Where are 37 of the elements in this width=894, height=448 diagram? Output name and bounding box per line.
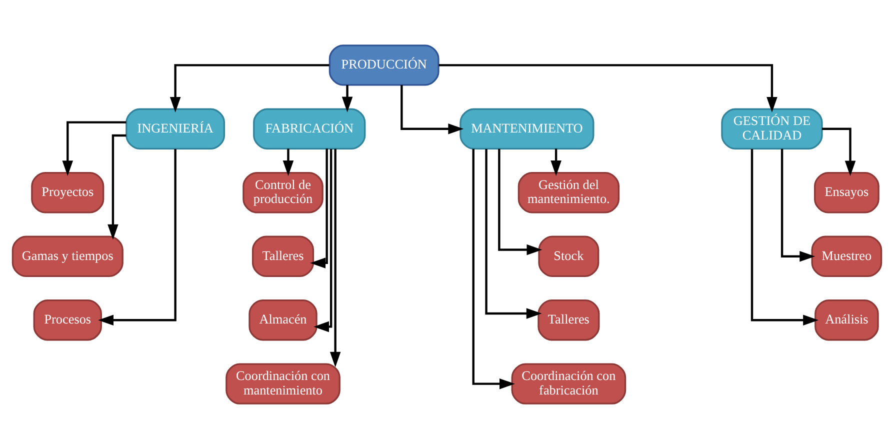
node-box: Gestión del mantenimiento. [518,172,620,213]
node-box: Talleres [252,235,314,276]
node-box: Análisis [814,299,879,340]
node-box: PRODUCCIÓN [328,44,440,86]
node-box: Proyectos [31,172,104,213]
node-box: MANTENIMIENTO [460,108,594,149]
node-box: Almacén [248,299,318,340]
arrow [62,120,126,176]
node-box: FABRICACIÓN [253,108,366,149]
node-box: Talleres [538,299,600,340]
arrow [108,134,126,240]
node-box: GESTIÓN DE CALIDAD [721,108,823,149]
arrow [342,84,353,112]
arrow [550,148,562,176]
arrow [310,148,328,268]
node-box: Stock [538,235,600,276]
arrow [472,148,515,389]
arrow [438,64,778,112]
node-box: Gamas y tiempos [12,235,124,276]
arrow [330,148,341,367]
arrow [314,148,332,332]
arrow [400,84,464,134]
node-box: Ensayos [814,172,880,213]
node-box: Coordinación con fabricación [511,362,626,404]
arrow [750,148,818,325]
node-box: Muestreo [811,235,882,276]
arrow [822,127,856,176]
arrow [98,148,176,325]
arrow [485,148,542,318]
node-box: Coordinación con mantenimiento [226,362,340,404]
arrow [498,148,542,255]
node-box: Procesos [33,299,102,340]
arrow [780,148,816,262]
node-box: INGENIERÍA [126,108,226,149]
node-box: Control de producción [242,172,324,213]
arrow [170,64,330,112]
arrow [282,148,294,176]
